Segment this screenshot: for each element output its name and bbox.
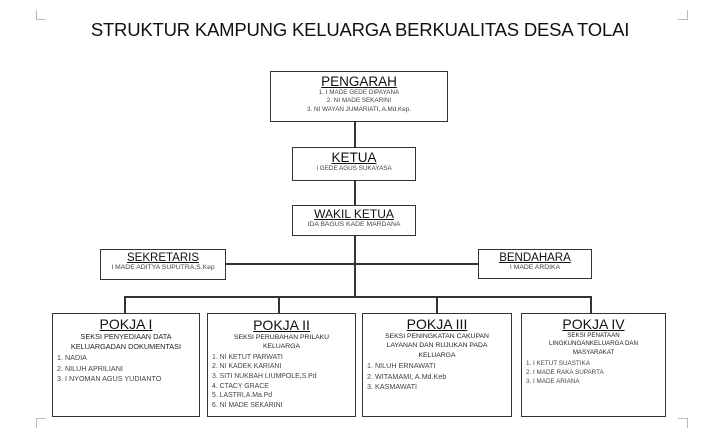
ketua-title: KETUA bbox=[331, 150, 377, 165]
pokja-section: SEKSI PERUBAHAN PRILAKU KELUARGA bbox=[233, 333, 330, 351]
bendahara-box: BENDAHARA I MADE ARDIKA bbox=[478, 249, 592, 279]
connector-pokja-2 bbox=[278, 296, 280, 313]
pokja-section: SEKSI PENATAAN LINGKUNGANKELUARGA DAN MA… bbox=[548, 331, 639, 357]
pokja-title: POKJA II bbox=[253, 317, 310, 333]
pengarah-member: 2. NI MADE SEKARINI bbox=[326, 97, 392, 105]
sekretaris-box: SEKRETARIS I MADE ADITYA SUPUTRA,S.Kep bbox=[100, 249, 226, 280]
pokja-title: POKJA IV bbox=[562, 316, 625, 332]
bendahara-name: I MADE ARDIKA bbox=[509, 264, 561, 272]
pengarah-member: 1. I MADE GEDE DIPAYANA bbox=[318, 89, 400, 97]
pokja-member: 5. LASTRI,A.Ma.Pd bbox=[212, 392, 273, 400]
pokja-title: POKJA III bbox=[406, 316, 468, 332]
pokja-3-box: POKJA III SEKSI PENINGKATAN CAKUPAN LAYA… bbox=[362, 313, 512, 417]
crop-mark bbox=[36, 10, 46, 20]
pokja-1-box: POKJA I SEKSI PENYEDIAAN DATA KELUARGADA… bbox=[52, 313, 200, 417]
pokja-member: 2. NI KADEK KARIANI bbox=[212, 363, 282, 371]
pengarah-title: PENGARAH bbox=[321, 74, 397, 89]
pengarah-box: PENGARAH 1. I MADE GEDE DIPAYANA 2. NI M… bbox=[270, 71, 448, 122]
pokja-member: 1. I KETUT SUASTIKA bbox=[526, 359, 590, 367]
sekretaris-title: SEKRETARIS bbox=[127, 252, 199, 264]
connector-pokja-4 bbox=[590, 296, 592, 313]
pokja-title: POKJA I bbox=[99, 316, 153, 332]
connector-staff bbox=[226, 263, 478, 265]
pokja-member: 3. SITI NUKBAH LIUMPOLE,S.Pd bbox=[212, 373, 317, 381]
connector-pokja-1 bbox=[124, 296, 126, 313]
crop-mark bbox=[678, 10, 688, 20]
pokja-member: 1. NADIA bbox=[57, 353, 87, 363]
ketua-name: I GEDE AGUS SUKAYASA bbox=[316, 165, 392, 173]
chart-title: STRUKTUR KAMPUNG KELUARGA BERKUALITAS DE… bbox=[90, 19, 630, 40]
wakil-ketua-title: WAKIL KETUA bbox=[314, 207, 394, 221]
pokja-member: 6. NI MADE SEKARINI bbox=[212, 402, 283, 409]
connector-bus bbox=[124, 296, 592, 298]
crop-mark bbox=[678, 418, 688, 428]
bendahara-title: BENDAHARA bbox=[499, 252, 571, 264]
ketua-box: KETUA I GEDE AGUS SUKAYASA bbox=[292, 147, 416, 181]
pokja-4-box: POKJA IV SEKSI PENATAAN LINGKUNGANKELUAR… bbox=[521, 313, 666, 417]
pokja-member: 3. I MADE ARIANA bbox=[526, 377, 580, 385]
pokja-2-box: POKJA II SEKSI PERUBAHAN PRILAKU KELUARG… bbox=[207, 313, 356, 417]
pokja-member: 3. I NYOMAN AGUS YUDIANTO bbox=[57, 373, 162, 383]
pokja-section: SEKSI PENINGKATAN CAKUPAN LAYANAN DAN RU… bbox=[385, 332, 489, 359]
pokja-member: 1. NILUH ERNAWATI bbox=[367, 361, 436, 371]
pokja-member: 4. CTACY GRACE bbox=[212, 382, 269, 390]
wakil-ketua-name: IDA BAGUS KADE MARDANA bbox=[307, 220, 401, 228]
pokja-member: 1. NI KETUT PARWATI bbox=[212, 353, 283, 361]
pokja-section: SEKSI PENYEDIAAN DATA KELUARGADAN DOKUME… bbox=[70, 331, 182, 351]
wakil-ketua-box: WAKIL KETUA IDA BAGUS KADE MARDANA bbox=[292, 205, 416, 236]
pokja-member: 2. NILUH APRILIANI bbox=[57, 363, 123, 373]
pokja-member: 2. WITAMAMI, A.Md.Keb bbox=[367, 371, 447, 381]
pokja-member: 2. I MADE RAKA SUPARTA bbox=[526, 368, 604, 376]
pokja-member: 3. KASMAWATI bbox=[367, 382, 418, 392]
crop-mark bbox=[36, 418, 46, 428]
pengarah-member: 3. NI WAYAN JUMARIATI, A.Md.Kep. bbox=[306, 105, 412, 113]
connector-pokja-3 bbox=[436, 296, 438, 313]
sekretaris-name: I MADE ADITYA SUPUTRA,S.Kep bbox=[111, 264, 215, 272]
